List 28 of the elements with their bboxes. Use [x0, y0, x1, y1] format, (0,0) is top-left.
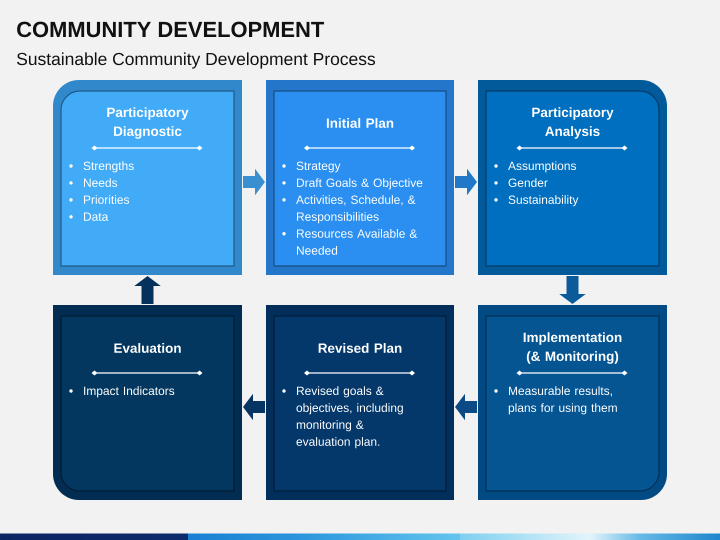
list-item: Impact Indicators: [84, 386, 174, 398]
list-item: Measurable results, plans for using them: [508, 386, 617, 414]
process-box: [53, 80, 242, 275]
process-box: [266, 80, 454, 275]
list-item: Resources Available & Needed: [297, 229, 418, 255]
list-item: Strengths: [84, 161, 134, 172]
slide-title: COMMUNITY DEVELOPMENT: [17, 22, 324, 38]
list-item: Gender: [508, 178, 548, 187]
list-item: Revised goals & objectives, including monitoring & evaluation plan.: [296, 386, 403, 448]
list-item: Data: [84, 212, 108, 221]
step-title: Participatory Analysis: [532, 107, 614, 139]
process-box: [266, 305, 454, 500]
step-title: Evaluation: [114, 343, 181, 353]
list-item: Activities, Schedule, & Responsibilities: [296, 195, 416, 224]
slide-subtitle: Sustainable Community Development Process: [17, 52, 376, 69]
list-item: Strategy: [296, 162, 340, 172]
process-box: [53, 305, 242, 500]
step-title: Revised Plan: [318, 343, 402, 353]
list-item: Priorities: [84, 195, 130, 204]
list-item: Needs: [84, 178, 118, 187]
process-box: [478, 305, 667, 500]
list-item: Draft Goals & Objective: [297, 178, 422, 190]
step-title: Initial Plan: [326, 118, 394, 128]
list-item: Assumptions: [508, 161, 576, 172]
list-item: Sustainability: [508, 195, 578, 206]
step-title: Participatory Diagnostic: [107, 107, 189, 139]
step-title: Implementation (& Monitoring): [524, 332, 622, 364]
process-box: [478, 80, 667, 275]
